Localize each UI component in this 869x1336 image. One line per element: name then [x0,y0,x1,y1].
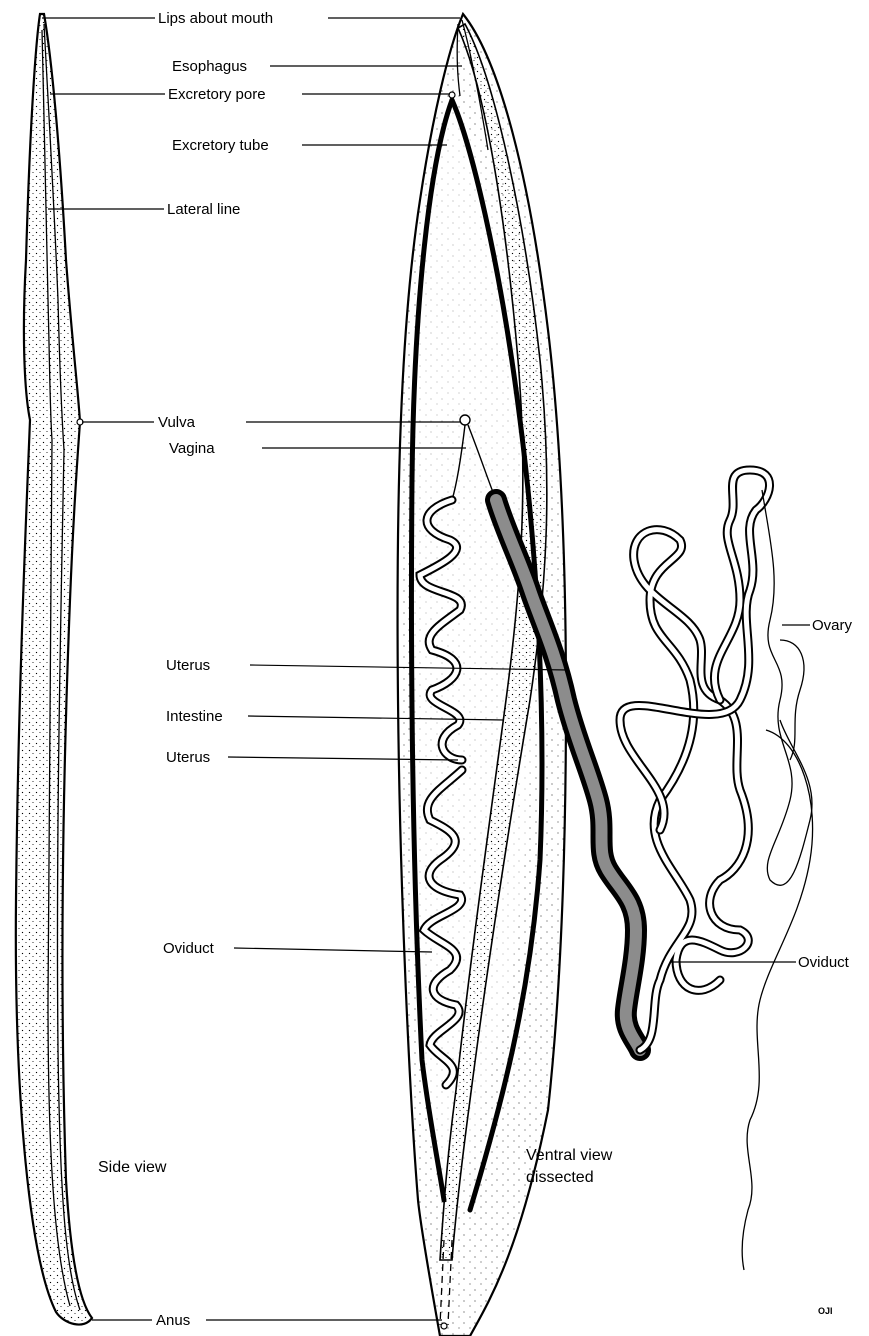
leader-oviduct-left [234,948,432,952]
caption-side-view: Side view [98,1159,167,1176]
label-oviduct-left: Oviduct [163,940,215,957]
caption-ventral-view-line2: dissected [526,1169,594,1186]
label-oviduct-right: Oviduct [798,954,850,971]
label-uterus-upper: Uterus [166,657,210,674]
ovary-thread [762,490,812,885]
ovary-thread-long [742,730,812,1270]
excretory-pore-marker [449,92,455,98]
label-lips-about-mouth: Lips about mouth [158,10,273,27]
label-vagina: Vagina [169,440,215,457]
label-intestine: Intestine [166,708,223,725]
label-excretory-pore: Excretory pore [168,86,266,103]
artist-signature: OJI [818,1306,833,1316]
ventral-view-worm [398,14,566,1336]
ventral-anus-marker [441,1323,447,1329]
label-vulva: Vulva [158,414,196,431]
ovary-thread-side [780,640,804,760]
label-ovary: Ovary [812,617,853,634]
label-excretory-tube: Excretory tube [172,137,269,154]
label-esophagus: Esophagus [172,58,247,75]
side-view-worm [16,14,92,1325]
caption-ventral-view-line1: Ventral view [526,1147,613,1164]
label-lateral-line: Lateral line [167,201,240,218]
vulva-marker [460,415,470,425]
label-uterus-lower: Uterus [166,749,210,766]
label-anus: Anus [156,1312,190,1329]
